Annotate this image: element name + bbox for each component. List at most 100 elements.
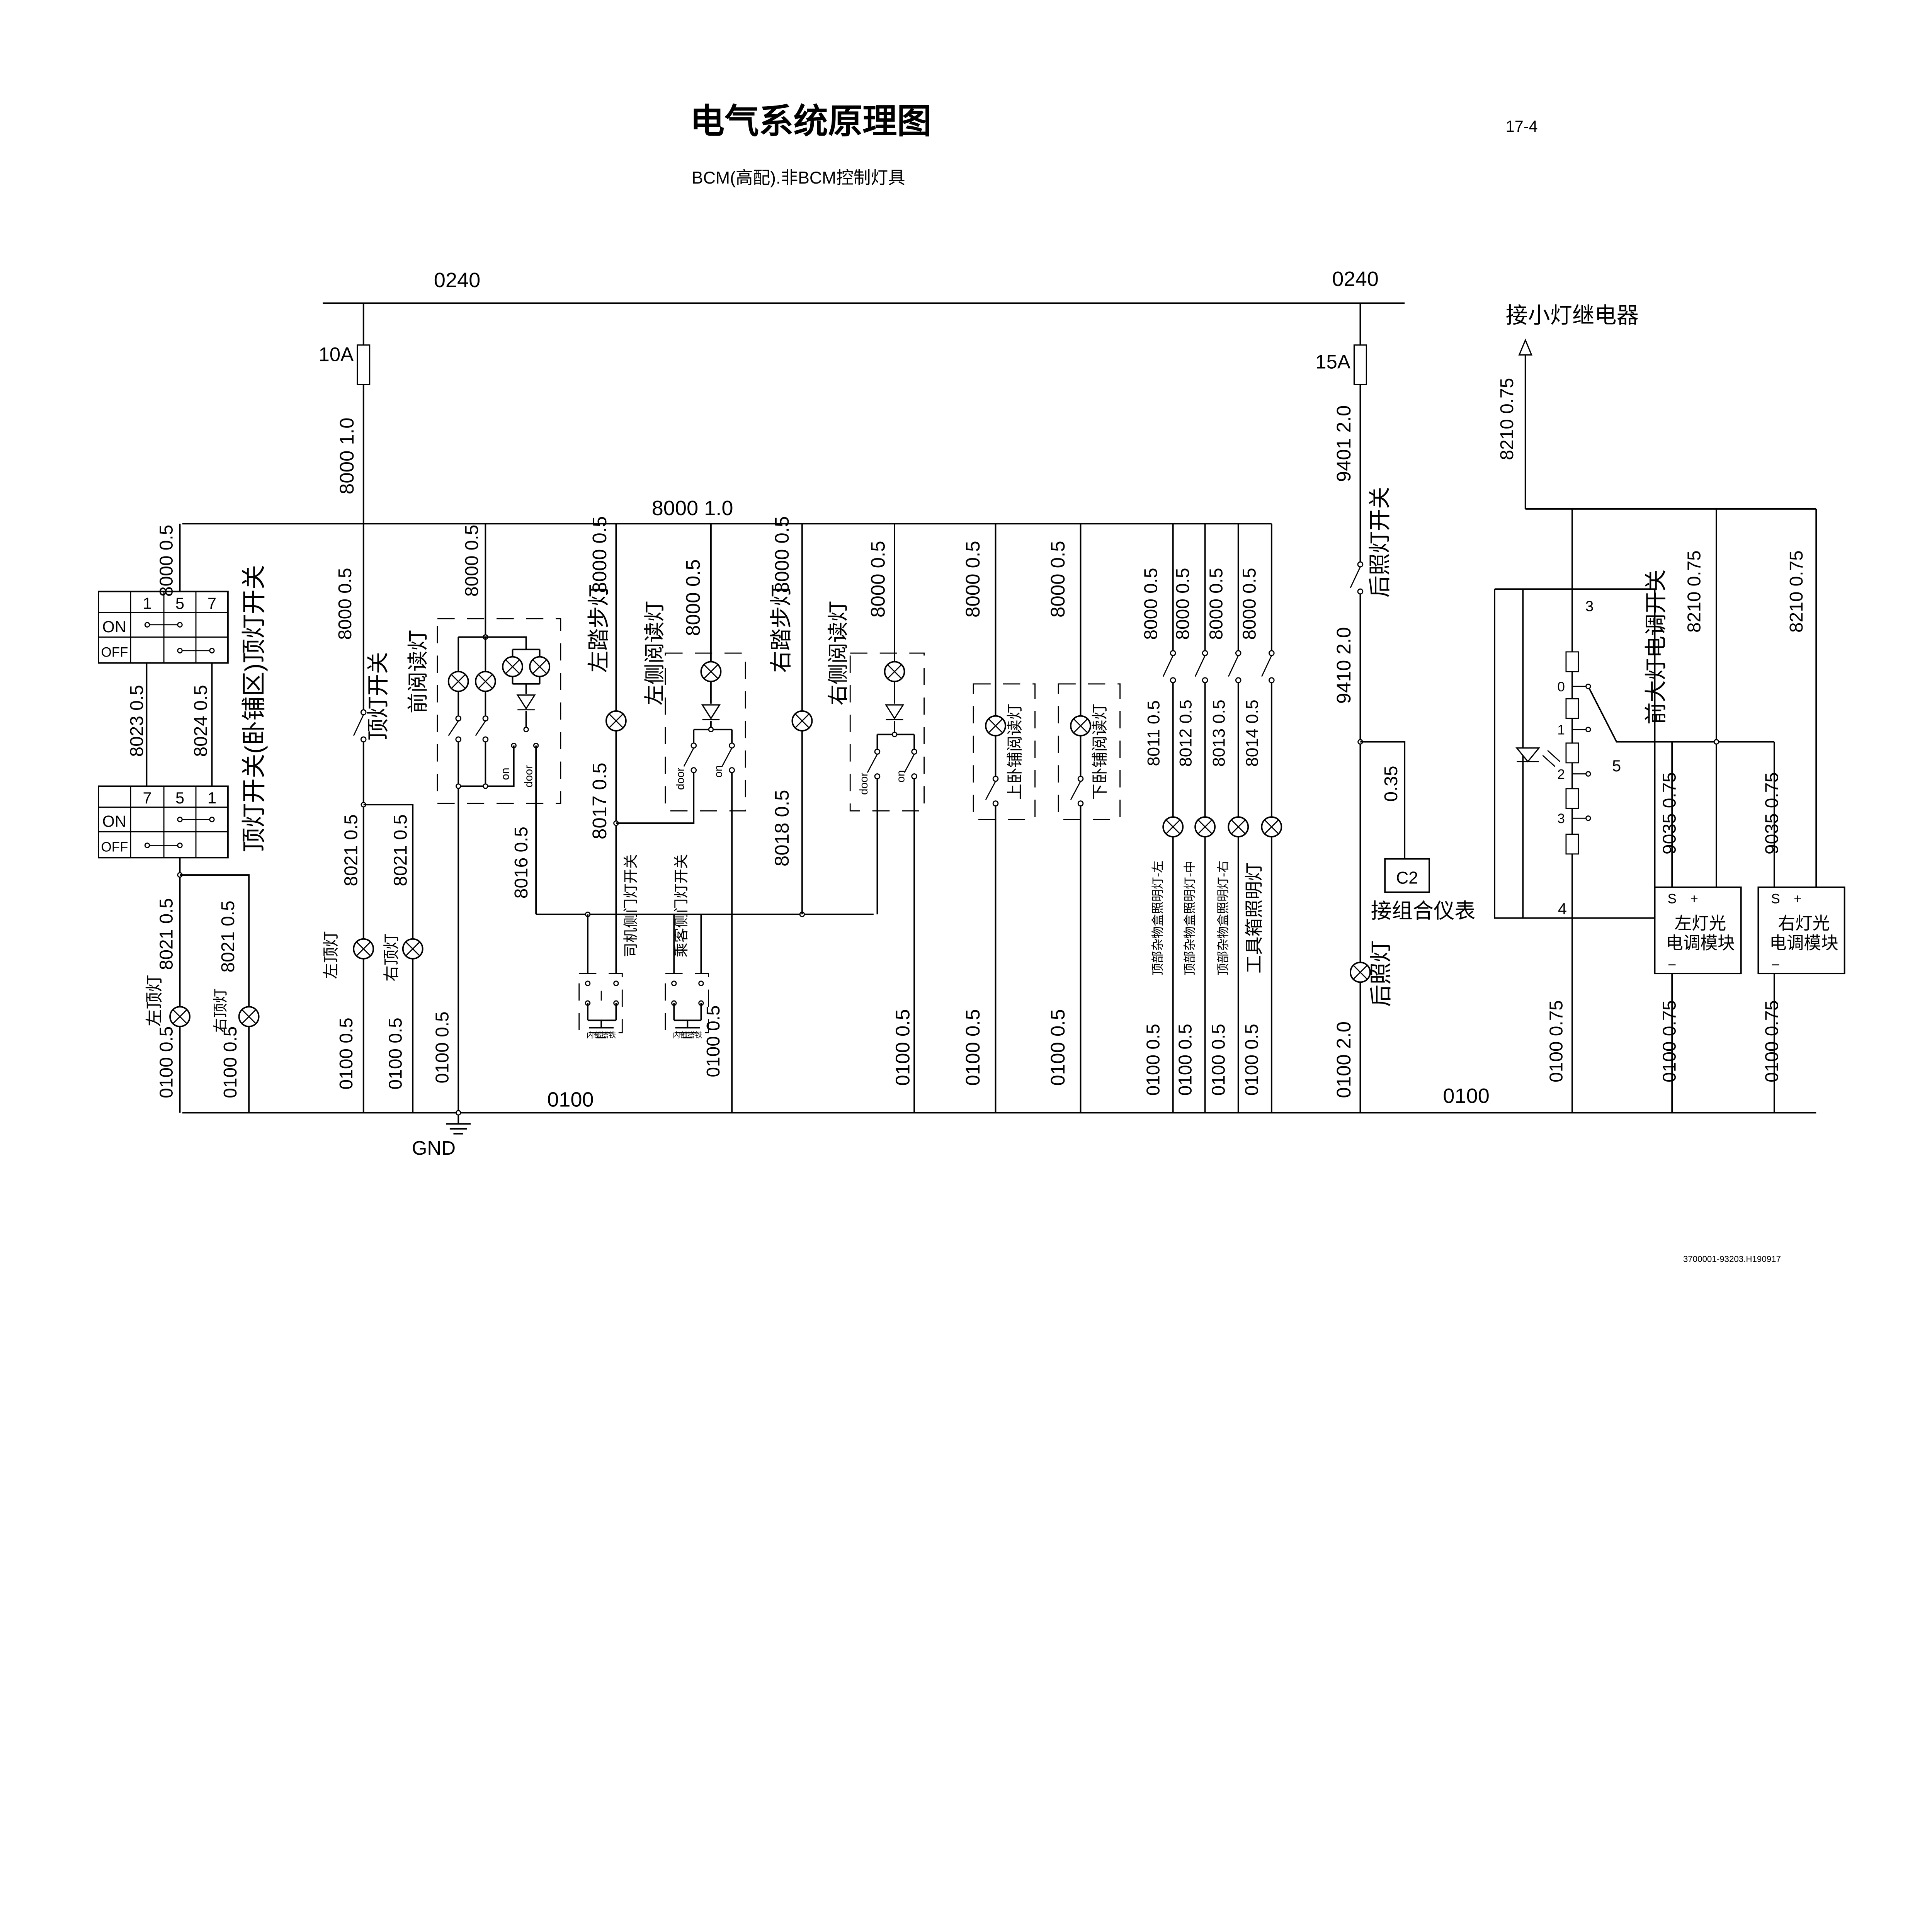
diode-icon [884, 704, 905, 720]
switch-contact [455, 715, 462, 721]
wire [1197, 819, 1213, 834]
wire-label: 8000 0.5 [962, 541, 984, 618]
wire-label: 8024 0.5 [191, 685, 211, 757]
wire-label: 8000 0.5 [588, 516, 611, 593]
component-label: 右顶灯 [382, 934, 400, 982]
wire-label: 9035 0.75 [1660, 772, 1680, 854]
front-reading-lamp-enclosure [437, 618, 561, 804]
wire [356, 941, 371, 956]
wire [609, 713, 624, 728]
fuse-label-left: 10A [318, 343, 354, 365]
table-row-off: OFF [101, 839, 128, 854]
label: door [523, 765, 535, 788]
wire-label: 8000 0.5 [335, 568, 355, 640]
switch-blade [867, 754, 878, 773]
wire [1231, 819, 1246, 834]
bus-label-left: 0240 [434, 269, 481, 292]
table-col-label: 1 [143, 594, 152, 612]
page-title: 电气系统原理图 [690, 102, 932, 140]
resistor-icon [1565, 834, 1579, 855]
switch-contact [1202, 677, 1208, 684]
wire-label: 8000 0.5 [462, 525, 482, 597]
resistor-icon [1565, 698, 1579, 719]
switch-contact [1077, 800, 1084, 807]
label: on [713, 765, 725, 778]
component-label: 顶灯开关 [366, 652, 391, 740]
switch-contact [1170, 650, 1176, 656]
label: door [674, 767, 687, 790]
junction-dot [671, 980, 677, 986]
bus-8000-label: 8000 1.0 [652, 497, 733, 520]
switch-contact [874, 773, 881, 779]
wire [988, 718, 1003, 733]
wire-label: 8000 0.5 [1206, 568, 1226, 640]
component-label: 左顶灯 [322, 931, 340, 979]
wire-label: 8018 0.5 [771, 790, 793, 867]
component-label: 顶部杂物盒照明灯-中 [1183, 861, 1197, 976]
wire [505, 659, 520, 674]
component-label: 左顶灯 [145, 975, 164, 1026]
switch-contact [911, 773, 917, 779]
junction-dot [1585, 683, 1591, 689]
module-pin-minus: − [1668, 957, 1676, 973]
switch-blade [1162, 655, 1174, 677]
switch-blade [353, 714, 364, 736]
label: on [895, 770, 907, 783]
switch-contact [360, 709, 367, 715]
junction-dot [456, 1110, 461, 1116]
wire-label: 0100 0.5 [1242, 1024, 1262, 1096]
component-label: 上卧铺阅读灯 [1005, 704, 1024, 800]
diode-icon [516, 694, 536, 710]
fuse-icon [357, 344, 371, 385]
component-label: 前阅读灯 [406, 630, 430, 713]
wire [478, 674, 493, 689]
wire-label: 0100 2.0 [1333, 1021, 1355, 1098]
cluster-label: 接组合仪表 [1371, 900, 1476, 923]
led-icon [1515, 747, 1541, 763]
component-label: 顶部杂物盒照明灯-右 [1216, 861, 1230, 976]
switch-contact [992, 776, 999, 782]
wire [1360, 741, 1406, 859]
wire-label: 8014 0.5 [1243, 699, 1262, 767]
switch-contact [1357, 588, 1364, 595]
resistor-icon [1565, 742, 1579, 764]
resistor-icon [1565, 651, 1579, 672]
wire-label: 0100 0.5 [1209, 1024, 1229, 1096]
page-subtitle: BCM(高配).非BCM控制灯具 [692, 168, 905, 187]
page-number: 17-4 [1506, 117, 1538, 135]
wire [451, 674, 466, 689]
wire [405, 941, 420, 956]
switch-table-1 [98, 590, 229, 664]
table-row-off: OFF [101, 645, 128, 660]
switch-contact [690, 767, 697, 773]
module-label: 左灯光 [1675, 914, 1726, 933]
right-side-reading-lamp-enclosure [849, 652, 925, 812]
label: door [858, 773, 870, 795]
wire [172, 1009, 187, 1024]
component-label: 左侧阅读灯 [643, 601, 666, 706]
wire-label: 8021 0.5 [341, 814, 362, 886]
diode-icon [701, 704, 721, 720]
wire-label: 8012 0.5 [1177, 699, 1196, 767]
right-module-box [1757, 887, 1845, 975]
switch-contact [1357, 561, 1364, 568]
dimmer-pin-label: 5 [1612, 757, 1621, 775]
junction-dot [1585, 771, 1591, 777]
component-label: 顶灯开关(卧铺区)顶灯开关 [240, 565, 268, 853]
switch-blade [721, 747, 733, 767]
module-label: 电调模块 [1666, 934, 1735, 953]
switch-contact [729, 742, 735, 749]
wire-label: 8021 0.5 [218, 900, 238, 972]
wire-label: 0100 0.5 [156, 1026, 177, 1098]
component-label: 下卧铺阅读灯 [1090, 704, 1109, 800]
table-col-label: 5 [175, 789, 184, 807]
ground-bus-label: 0100 [547, 1088, 594, 1111]
relay-label: 接小灯继电器 [1506, 303, 1639, 328]
switch-blade [1194, 655, 1206, 677]
junction-dot [177, 622, 183, 628]
wire-label: 0100 0.5 [386, 1018, 406, 1089]
junction-dot [177, 648, 183, 653]
table-row-on: ON [102, 618, 126, 636]
wire [458, 636, 527, 650]
cluster-connector-box [1384, 858, 1430, 893]
